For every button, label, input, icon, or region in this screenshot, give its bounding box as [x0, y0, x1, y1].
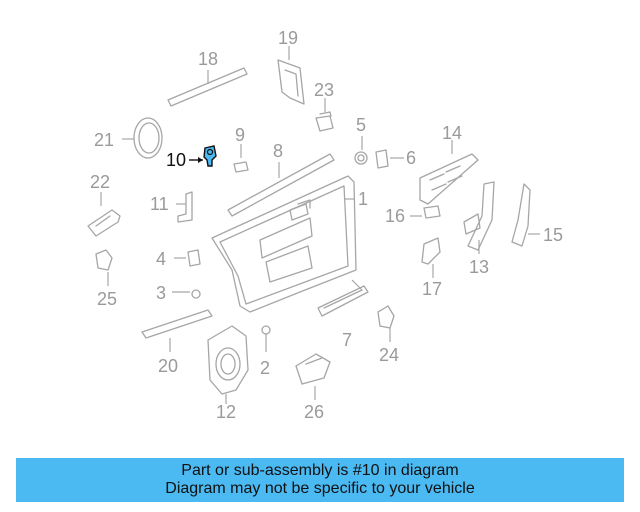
banner-line-1: Part or sub-assembly is #10 in diagram: [181, 462, 459, 479]
callout-15: 15: [543, 225, 563, 245]
part-19-corner-trim: [277, 46, 305, 105]
callout-7: 7: [342, 330, 352, 350]
part-23-clip: [315, 98, 334, 132]
callout-8: 8: [273, 141, 283, 161]
part-16-clip: [410, 205, 441, 219]
part-10-clip-highlighted[interactable]: [189, 145, 217, 167]
callout-23: 23: [314, 80, 334, 100]
parts-diagram: 1 2 3 4 5 6 7 8 9 10 11 12 13 14 15 16 1…: [87, 28, 563, 422]
callout-13: 13: [469, 257, 489, 277]
part-4-clip: [174, 249, 201, 267]
part-17-trim-piece: [421, 237, 441, 278]
callout-19: 19: [278, 28, 298, 48]
callout-14: 14: [442, 123, 462, 143]
callout-2: 2: [260, 358, 270, 378]
part-6-bracket: [375, 149, 404, 169]
callout-6: 6: [406, 148, 416, 168]
banner-line-2: Diagram may not be specific to your vehi…: [165, 480, 475, 497]
part-9-block: [233, 144, 249, 173]
part-25-bracket: [95, 249, 113, 286]
callout-3: 3: [156, 283, 166, 303]
info-banner: Part or sub-assembly is #10 in diagram D…: [16, 458, 624, 502]
part-24-bracket: [377, 305, 395, 342]
callout-20: 20: [158, 356, 178, 376]
callout-18: 18: [198, 49, 218, 69]
part-26-bracket: [295, 353, 331, 400]
part-7-armrest-trim: [317, 279, 369, 317]
callout-12: 12: [216, 402, 236, 422]
callout-5: 5: [356, 115, 366, 135]
callout-10[interactable]: 10: [166, 150, 186, 170]
callout-11: 11: [150, 194, 169, 214]
part-15-pillar-trim: [511, 183, 540, 247]
callout-16: 16: [385, 206, 405, 226]
part-8-beltline-strip: [227, 153, 335, 217]
part-11-bracket: [176, 191, 193, 223]
part-3-screw: [172, 289, 201, 299]
part-14-switch-panel: [419, 140, 479, 205]
callout-4: 4: [156, 249, 166, 269]
part-21-speaker-grille: [122, 117, 163, 159]
callout-25: 25: [97, 289, 117, 309]
part-13-pull-handle: [463, 181, 495, 254]
callout-26: 26: [304, 402, 324, 422]
part-20-sill-strip: [141, 309, 213, 352]
part-2-screw: [261, 325, 271, 352]
callout-17: 17: [422, 279, 442, 299]
part-18-trim-strip: [167, 67, 248, 107]
part-12-speaker-housing: [207, 325, 249, 404]
part-1-door-panel: [211, 175, 357, 313]
callout-1: 1: [358, 189, 368, 209]
part-5-knob: [354, 136, 368, 165]
callout-24: 24: [379, 345, 399, 365]
callout-22: 22: [90, 172, 110, 192]
callout-9: 9: [235, 125, 245, 145]
part-22-handle-bezel: [87, 192, 121, 237]
callout-21: 21: [94, 130, 114, 150]
